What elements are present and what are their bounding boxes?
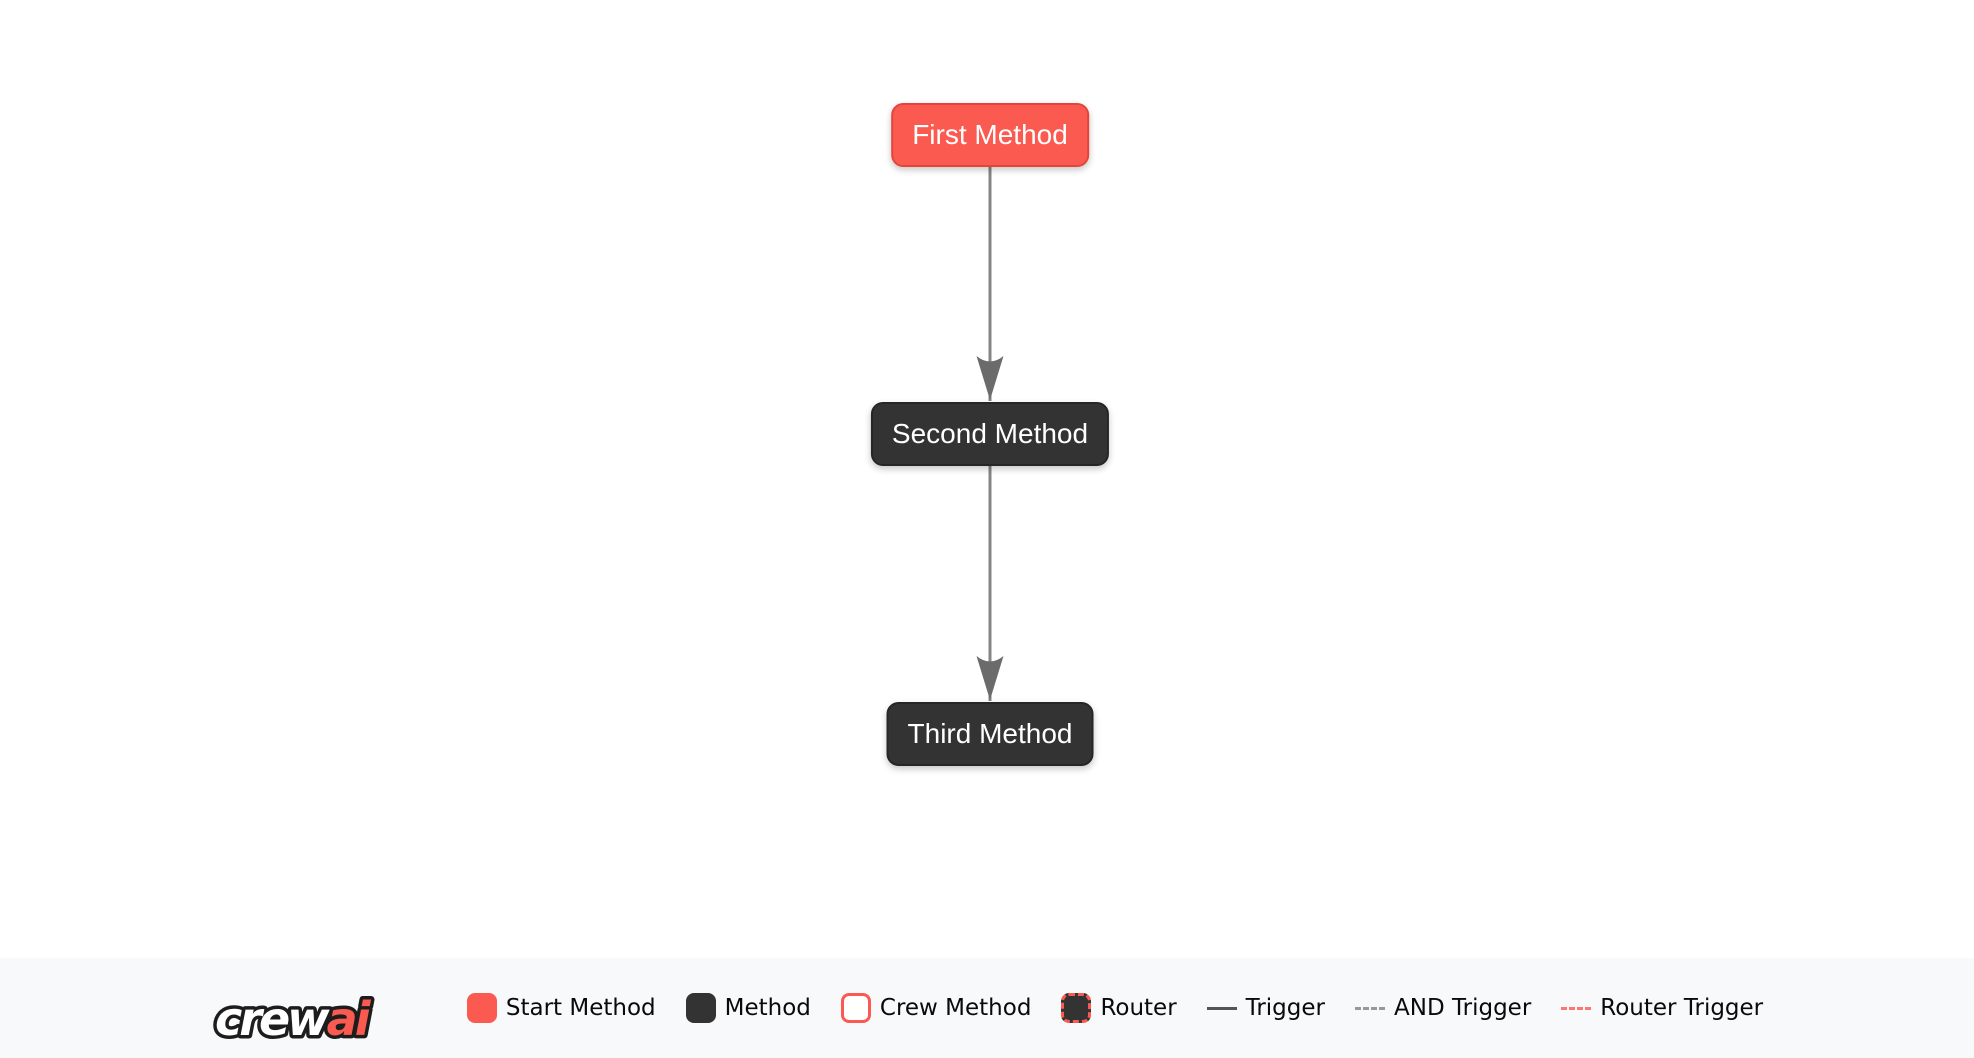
legend-bar: crewai Start Method Method Crew Method R… (0, 958, 1974, 1058)
legend-item-router-trigger: Router Trigger (1561, 995, 1763, 1021)
legend-label-router-trigger: Router Trigger (1600, 995, 1764, 1021)
legend-label-start-method: Start Method (505, 995, 656, 1021)
arrowhead-icon (976, 656, 1004, 700)
legend-label-router: Router (1100, 995, 1177, 1021)
trigger-edge-second-third (976, 466, 1004, 701)
arrowhead-icon (976, 356, 1004, 400)
router-trigger-line-icon (1561, 1006, 1592, 1010)
node-first-method[interactable]: First Method (891, 103, 1089, 167)
node-second-method[interactable]: Second Method (870, 402, 1110, 466)
crewai-logo: crewai (211, 989, 423, 1050)
node-third-method[interactable]: Third Method (886, 702, 1094, 766)
crewai-logo-svg: crewai (211, 989, 378, 1050)
crew-method-swatch-icon (840, 993, 871, 1023)
router-swatch-icon (1061, 993, 1092, 1023)
legend-label-method: Method (724, 995, 811, 1021)
legend-item-start-method: Start Method (466, 993, 656, 1023)
legend-label-crew-method: Crew Method (879, 995, 1032, 1021)
logo-text-crew: crew (215, 992, 330, 1046)
logo-text-ai: ai (327, 992, 372, 1046)
trigger-edge-first-second (976, 166, 1004, 401)
svg-text:crewai: crewai (215, 992, 372, 1046)
legend-label-trigger: Trigger (1245, 995, 1325, 1021)
start-method-swatch-icon (466, 993, 497, 1023)
and-trigger-line-icon (1355, 1006, 1385, 1010)
trigger-line-icon (1206, 1006, 1237, 1010)
flow-canvas[interactable]: First Method Second Method Third Method (0, 0, 1974, 958)
method-swatch-icon (685, 993, 716, 1023)
legend-item-router: Router (1061, 993, 1177, 1023)
legend-item-trigger: Trigger (1206, 995, 1325, 1021)
legend-item-method: Method (685, 993, 811, 1023)
legend-item-crew-method: Crew Method (840, 993, 1032, 1023)
legend-item-and-trigger: AND Trigger (1355, 995, 1531, 1021)
legend-label-and-trigger: AND Trigger (1394, 995, 1532, 1021)
